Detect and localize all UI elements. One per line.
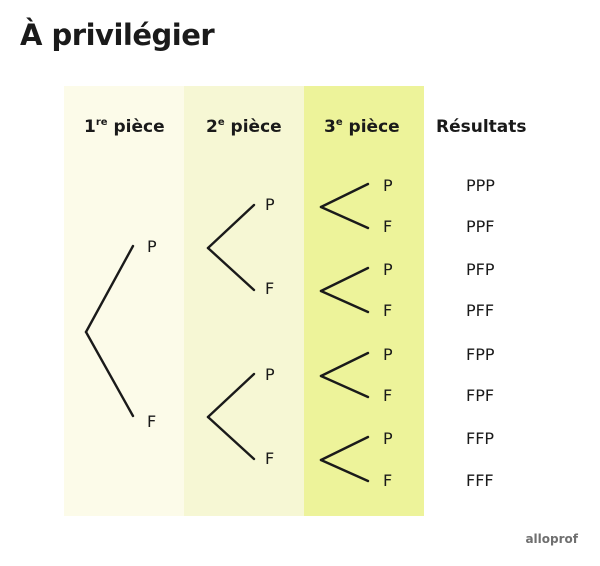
level1-label-1: P xyxy=(147,237,157,256)
branch-2-p-f xyxy=(206,246,256,292)
branch-3-ff-p xyxy=(319,435,370,462)
result-4: PFF xyxy=(466,301,494,320)
branch-2-p-p xyxy=(206,203,256,250)
column-header-3-suffix: e xyxy=(336,117,343,128)
result-1: PPP xyxy=(466,176,495,195)
branch-2-f-f xyxy=(206,415,256,461)
result-3: PFP xyxy=(466,260,495,279)
column-header-results: Résultats xyxy=(436,117,527,137)
result-7: FFP xyxy=(466,429,494,448)
branch-3-pf-p xyxy=(319,266,370,293)
result-2: PPF xyxy=(466,217,495,236)
branch-3-pp-p xyxy=(319,182,370,209)
column-header-2-suffix: e xyxy=(218,117,225,128)
column-header-2-label: pièce xyxy=(225,117,282,137)
branch-3-fp-f xyxy=(319,374,370,399)
level2-label-4: F xyxy=(265,449,274,468)
branch-3-fp-p xyxy=(319,351,370,378)
column-header-1-label: pièce xyxy=(108,117,165,137)
result-6: FPF xyxy=(466,386,494,405)
level3-label-5: P xyxy=(383,345,393,364)
column-bg-1 xyxy=(64,86,184,516)
branch-3-pf-f xyxy=(319,289,370,314)
column-header-1-number: 1 xyxy=(84,117,96,137)
branch-3-pp-f xyxy=(319,205,370,230)
column-header-1: 1re pièce xyxy=(84,117,165,137)
level3-label-3: P xyxy=(383,260,393,279)
page-title: À privilégier xyxy=(20,18,215,52)
branch-2-f-p xyxy=(206,372,256,419)
result-8: FFF xyxy=(466,471,494,490)
column-header-1-suffix: re xyxy=(96,117,108,128)
tree-branches xyxy=(84,182,370,483)
level1-label-2: F xyxy=(147,412,156,431)
column-header-2: 2e pièce xyxy=(206,117,282,137)
branch-3-ff-f xyxy=(319,458,370,483)
column-bg-3 xyxy=(304,86,424,516)
level3-label-4: F xyxy=(383,301,392,320)
level2-label-1: P xyxy=(265,195,275,214)
alloprof-logo: alloprof xyxy=(525,532,578,546)
level2-label-2: F xyxy=(265,279,274,298)
result-5: FPP xyxy=(466,345,495,364)
column-header-3: 3e pièce xyxy=(324,117,400,137)
column-header-2-number: 2 xyxy=(206,117,218,137)
level3-label-7: P xyxy=(383,429,393,448)
column-header-3-number: 3 xyxy=(324,117,336,137)
column-bg-2 xyxy=(184,86,304,516)
level3-label-6: F xyxy=(383,386,392,405)
level3-label-2: F xyxy=(383,217,392,236)
branch-1-p xyxy=(84,244,135,334)
level3-label-1: P xyxy=(383,176,393,195)
branch-1-f xyxy=(84,330,135,418)
level3-label-8: F xyxy=(383,471,392,490)
column-header-3-label: pièce xyxy=(343,117,400,137)
level2-label-3: P xyxy=(265,365,275,384)
